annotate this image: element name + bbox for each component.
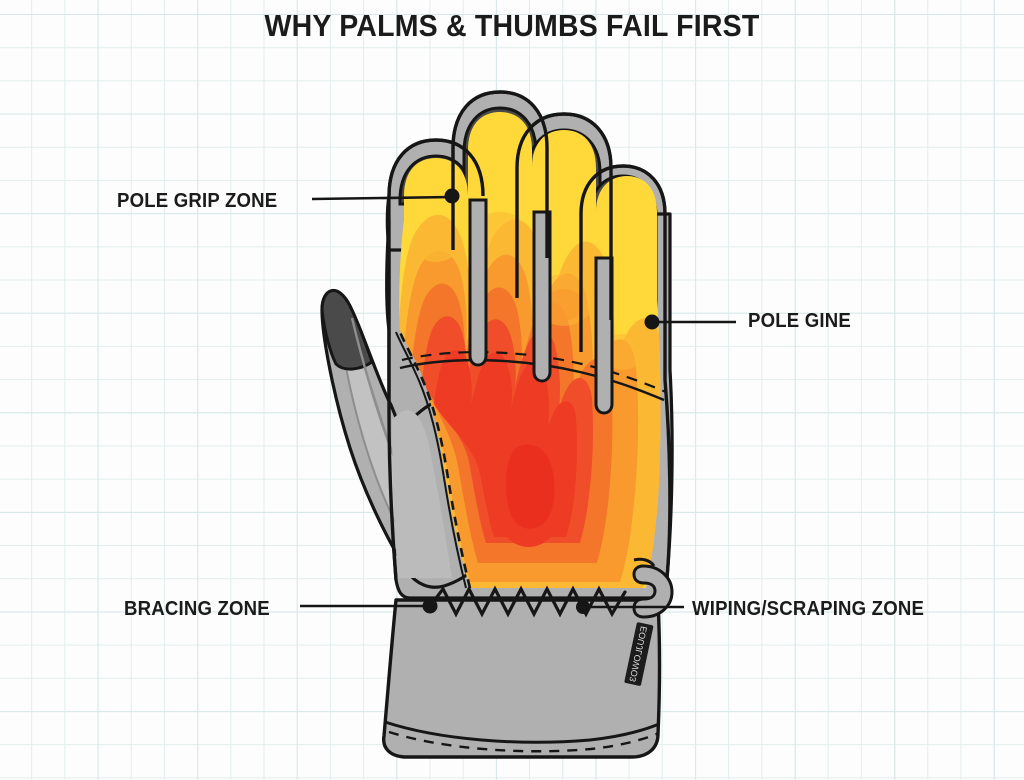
dot-wiping-scraping-zone (576, 600, 590, 614)
page-title: WHY PALMS & THUMBS FAIL FIRST (264, 8, 760, 43)
palm-heat-edge-stitch (398, 331, 472, 589)
dot-pole-grip-zone (444, 188, 460, 204)
cuff-hem (384, 720, 660, 744)
callout-label-pole-grip-zone: POLE GRIP ZONE (117, 190, 278, 212)
palm-heat-edge (395, 331, 467, 589)
heat-ring-ring-2 (545, 289, 583, 321)
dot-bracing-zone (422, 598, 438, 614)
cuff-body (382, 598, 662, 759)
callout-label-wiping-scraping-zone: WIPING/SCRAPING ZONE (692, 598, 925, 620)
callout-label-pole-gine: POLE GINE (748, 310, 851, 332)
cuff-hem-stitch (388, 730, 660, 753)
callout-leaders (300, 195, 736, 609)
callout-label-bracing-zone: BRACING ZONE (124, 598, 270, 620)
finger-channel-fills (468, 198, 614, 415)
leader-pole-grip-zone (311, 195, 453, 201)
dot-pole-gine (644, 314, 660, 330)
palm-seam-line (399, 358, 665, 402)
callout-dots (422, 188, 660, 614)
heat-core-accent (506, 444, 555, 529)
channel-fill-3 (594, 256, 614, 415)
d-ring (632, 557, 674, 619)
glove-outline (385, 90, 672, 581)
palm-seam-stitch (401, 351, 667, 394)
heat-ring-index (412, 224, 460, 262)
cuff-zigzag-seam (428, 585, 627, 618)
cuff: EOUJLOWO3 (382, 557, 674, 759)
palm-side-panel (392, 410, 452, 578)
channel-fill-1 (468, 198, 488, 367)
